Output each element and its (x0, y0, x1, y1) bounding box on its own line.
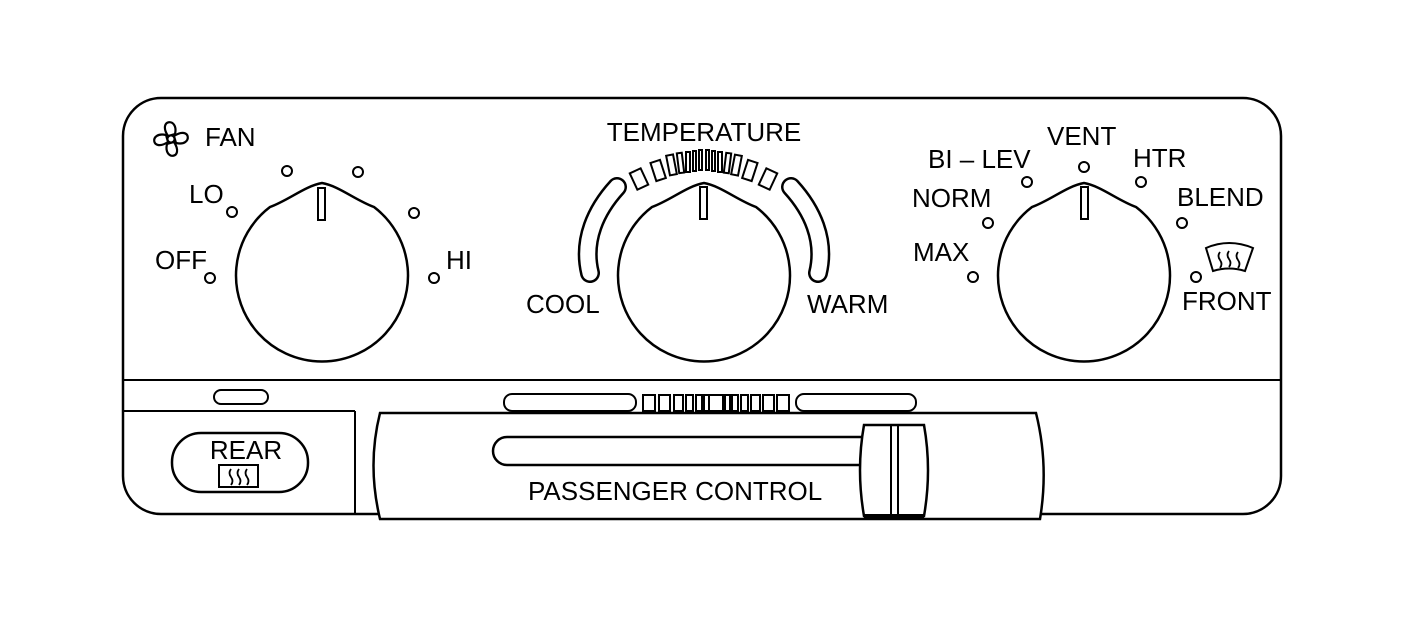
fan-knob[interactable] (234, 181, 410, 363)
mode-position-dot (1190, 271, 1202, 283)
temperature-knob[interactable] (616, 181, 792, 363)
mode-blend-label: BLEND (1177, 182, 1264, 212)
fan-hi-label: HI (446, 245, 472, 275)
mode-position-dot (967, 271, 979, 283)
mode-position-dot (1021, 176, 1033, 188)
fan-lo-label: LO (189, 179, 224, 209)
passenger-slider-track (491, 435, 895, 467)
front-defrost-icon (1204, 242, 1255, 273)
rear-defrost-indicator (213, 389, 269, 405)
mode-bilev-label: BI – LEV (928, 144, 1031, 174)
mode-vent-label: VENT (1047, 121, 1116, 151)
rear-defrost-icon (218, 464, 259, 488)
mode-position-dot (1176, 217, 1188, 229)
mode-front-label: FRONT (1182, 286, 1272, 316)
passenger-control-label: PASSENGER CONTROL (528, 476, 822, 506)
temperature-cool-label: COOL (526, 289, 600, 319)
mode-position-dot (1078, 161, 1090, 173)
temperature-cool-arc (580, 179, 625, 281)
fan-icon (153, 121, 189, 157)
fan-position-dot (428, 272, 440, 284)
fan-position-dot (281, 165, 293, 177)
temperature-warm-label: WARM (807, 289, 888, 319)
fan-position-dot (352, 166, 364, 178)
temperature-scale (628, 149, 779, 192)
mode-knob[interactable] (996, 181, 1172, 363)
mode-max-label: MAX (913, 237, 969, 267)
rear-defrost-button[interactable]: REAR (170, 431, 310, 494)
fan-title: FAN (205, 122, 256, 152)
mode-htr-label: HTR (1133, 143, 1186, 173)
fan-position-dot (408, 207, 420, 219)
temperature-warm-arc (783, 179, 828, 281)
fan-position-dot (204, 272, 216, 284)
mode-position-dot (982, 217, 994, 229)
fan-position-dot (226, 206, 238, 218)
temperature-title: TEMPERATURE (607, 117, 802, 147)
mode-norm-label: NORM (912, 183, 991, 213)
mode-position-dot (1135, 176, 1147, 188)
rear-defrost-label: REAR (210, 435, 282, 465)
fan-off-label: OFF (155, 245, 207, 275)
passenger-slider-thumb[interactable] (858, 423, 930, 519)
passenger-scale (503, 393, 917, 412)
